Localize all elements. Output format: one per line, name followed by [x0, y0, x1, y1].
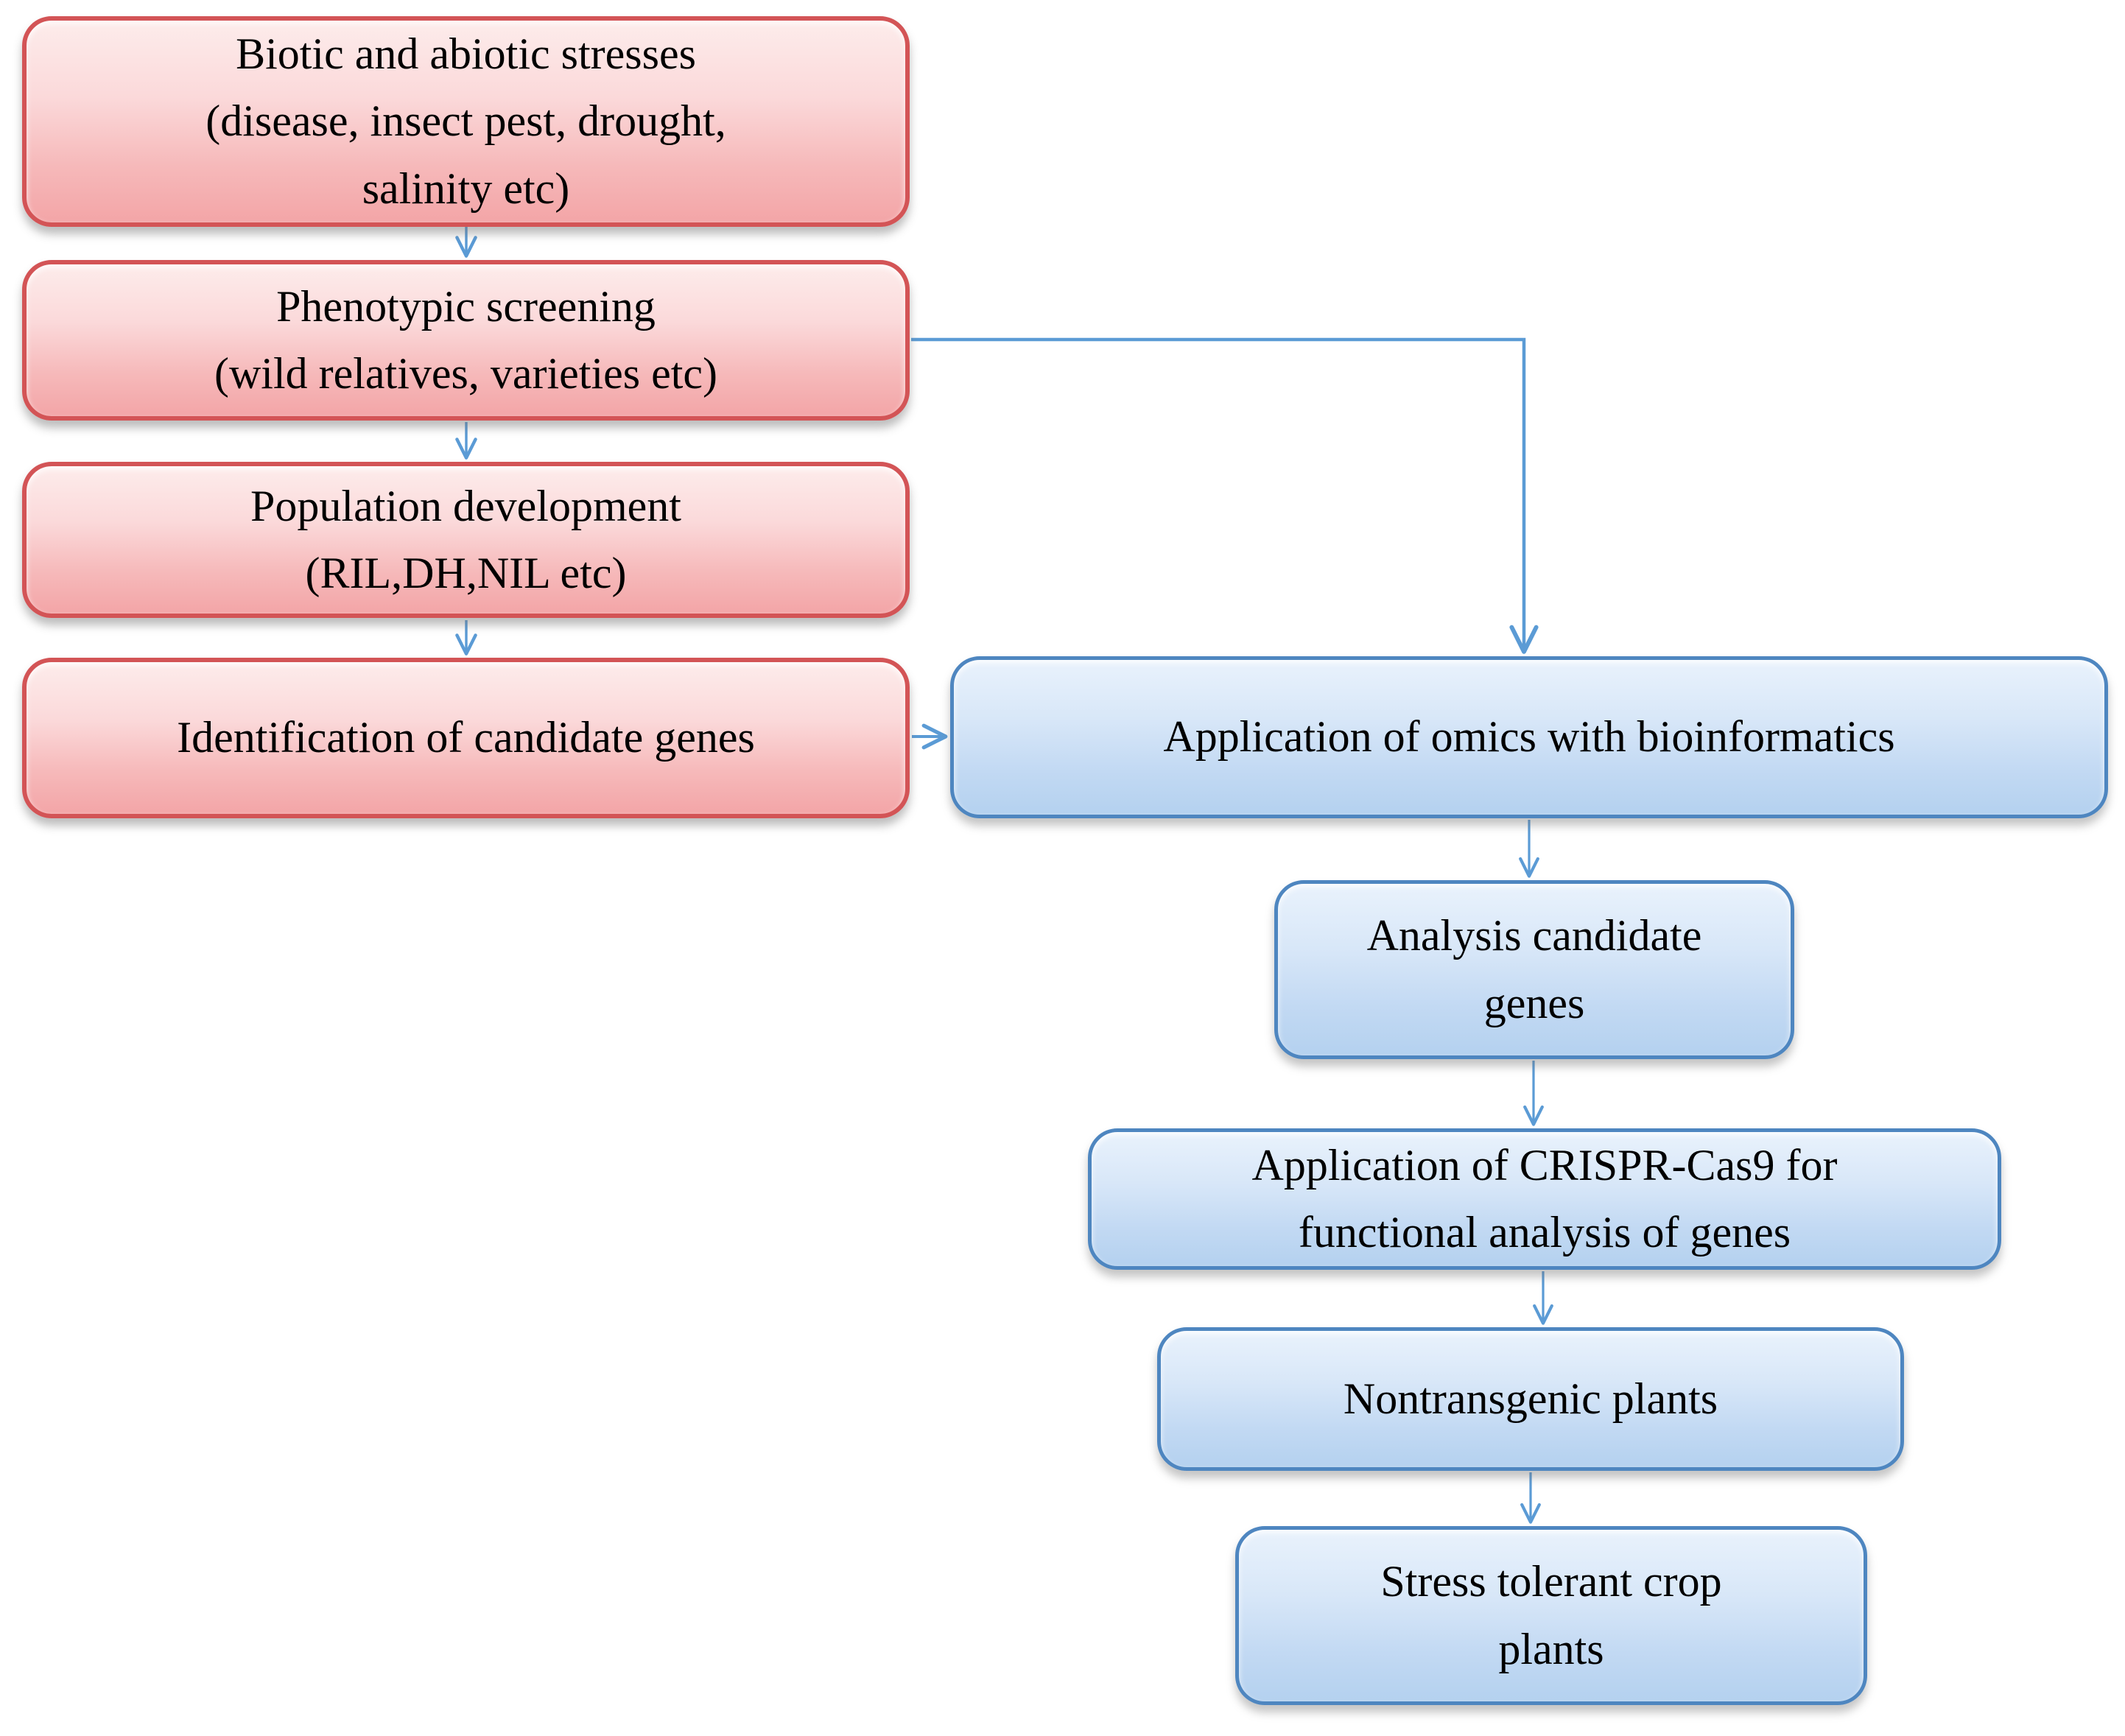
node-text-line: Application of omics with bioinformatics — [1163, 712, 1895, 762]
node-text-line: (disease, insect pest, drought, — [206, 96, 726, 146]
node-stress-tolerant-crop-plants: Stress tolerant crop plants — [1235, 1526, 1867, 1705]
node-nontransgenic-plants: Nontransgenic plants — [1157, 1327, 1904, 1471]
node-text-line: Nontransgenic plants — [1343, 1374, 1718, 1423]
node-text-line: functional analysis of genes — [1298, 1208, 1791, 1257]
node-crispr-cas9-functional-analysis: Application of CRISPR-Cas9 for functiona… — [1088, 1128, 2001, 1270]
node-text-line: salinity etc) — [362, 164, 570, 213]
node-omics-bioinformatics: Application of omics with bioinformatics — [950, 656, 2108, 818]
node-text-line: Population development — [250, 481, 681, 530]
node-text-line: genes — [1483, 978, 1585, 1027]
node-biotic-abiotic-stresses: Biotic and abiotic stresses (disease, in… — [22, 16, 910, 227]
arrow-phenotypic-to-omics — [911, 337, 1539, 654]
node-text-line: (wild relatives, varieties etc) — [214, 349, 718, 398]
node-analysis-candidate-genes: Analysis candidate genes — [1274, 880, 1794, 1059]
node-text-line: Stress tolerant crop — [1380, 1557, 1722, 1606]
node-population-development: Population development (RIL,DH,NIL etc) — [22, 462, 910, 618]
node-text-line: (RIL,DH,NIL etc) — [305, 549, 627, 597]
node-text-line: Biotic and abiotic stresses — [236, 29, 696, 79]
node-phenotypic-screening: Phenotypic screening (wild relatives, va… — [22, 260, 910, 421]
node-text-line: Phenotypic screening — [276, 281, 656, 331]
node-text-line: plants — [1498, 1624, 1604, 1673]
node-text-line: Analysis candidate — [1366, 911, 1702, 960]
node-identification-candidate-genes: Identification of candidate genes — [22, 658, 910, 818]
node-text-line: Identification of candidate genes — [177, 713, 755, 762]
node-text-line: Application of CRISPR-Cas9 for — [1251, 1140, 1838, 1189]
